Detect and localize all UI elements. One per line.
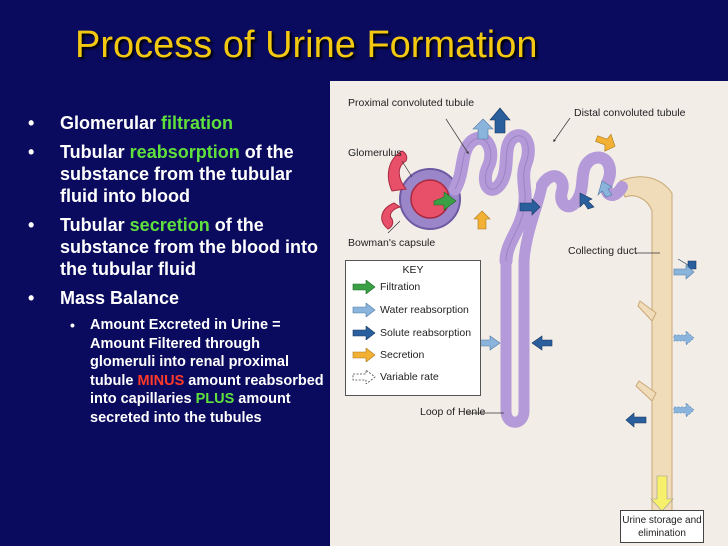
sub-text: amount reabsorbed into capillaries [90, 372, 324, 408]
key-label: Solute reabsorption [380, 327, 472, 339]
highlight-filtration: filtration [161, 113, 234, 133]
solute-reabsorption-arrow-5 [677, 258, 697, 270]
bullet-text: Tubular [60, 142, 130, 162]
urine-storage-box: Urine storage and elimination [620, 510, 704, 543]
proximal-tubule [448, 129, 535, 268]
bullet-text: Tubular [60, 215, 130, 235]
key-item-variable: Variable rate [352, 369, 478, 387]
bullet-marker: • [28, 215, 35, 235]
solute-reabsorption-arrow-1 [489, 107, 511, 134]
highlight-reabsorption: reabsorption [129, 142, 240, 162]
key-item-filtration: Filtration [352, 279, 478, 297]
label-glomerulus: Glomerulus [348, 147, 402, 159]
bullet-mass-balance: • Mass Balance [28, 287, 328, 309]
highlight-minus: MINUS [137, 372, 185, 389]
secretion-arrow-2 [595, 133, 616, 152]
variable-rate-arrow-icon [352, 370, 376, 384]
key-label: Filtration [380, 281, 421, 293]
variable-arrow-1 [673, 264, 695, 280]
secretion-arrow-1 [473, 210, 491, 230]
key-label: Secretion [380, 349, 425, 361]
solute-reabsorption-arrow-4 [579, 192, 595, 210]
solute-reabsorption-arrow-6 [625, 412, 647, 428]
bullet-marker: • [70, 317, 75, 333]
secretion-arrow-icon [352, 348, 376, 362]
bullet-text: Mass Balance [60, 288, 180, 308]
key-item-water: Water reabsorption [352, 302, 478, 320]
label-proximal-tubule: Proximal convoluted tubule [348, 97, 475, 109]
bullet-marker: • [28, 142, 35, 162]
label-collecting-duct: Collecting duct [568, 245, 637, 257]
urine-outflow-arrow [650, 475, 674, 512]
bullet-filtration: • Glomerular filtration [28, 112, 328, 134]
slide-title: Process of Urine Formation [75, 24, 538, 66]
nephron-figure: Proximal convoluted tubule Distal convol… [330, 81, 728, 546]
diagram-key: KEY Filtration Water reabsorption Solute… [345, 260, 481, 396]
bullet-marker: • [28, 113, 35, 133]
solute-reabsorption-arrow-3 [531, 335, 553, 351]
bullet-secretion: • Tubular secretion of the substance fro… [28, 214, 328, 280]
label-loop-of-henle: Loop of Henle [420, 406, 486, 418]
key-item-solute: Solute reabsorption [352, 325, 478, 343]
variable-arrow-2 [673, 330, 695, 346]
solute-arrow-icon [352, 326, 376, 340]
key-label: Water reabsorption [380, 304, 469, 316]
variable-arrow-3 [673, 402, 695, 418]
label-distal-tubule: Distal convoluted tubule [574, 107, 686, 119]
filtration-arrow [433, 191, 457, 211]
sub-bullet-mass-balance: • Amount Excreted in Urine = Amount Filt… [52, 316, 328, 427]
water-reabsorption-arrow-2 [479, 335, 501, 351]
bullet-text: Glomerular [60, 113, 162, 133]
bullet-reabsorption: • Tubular reabsorption of the substance … [28, 141, 328, 207]
label-bowmans-capsule: Bowman's capsule [348, 237, 436, 249]
filtration-arrow-icon [352, 280, 376, 294]
sub-text: Amount Excreted in Urine = Amount Filter… [90, 317, 290, 389]
bullet-list: • Glomerular filtration • Tubular reabso… [28, 112, 328, 427]
highlight-secretion: secretion [129, 215, 210, 235]
bullet-marker: • [28, 288, 35, 308]
highlight-plus: PLUS [195, 391, 235, 407]
bullet-text: of the substance from the tubular fluid … [60, 142, 294, 206]
solute-reabsorption-arrow-2 [519, 198, 541, 216]
water-reabsorption-arrow-1 [472, 118, 494, 140]
key-item-secretion: Secretion [352, 347, 478, 365]
sub-text: amount secreted into the tubules [90, 391, 291, 426]
water-arrow-icon [352, 303, 376, 317]
efferent-vessel [381, 202, 402, 230]
bullet-text: of the substance from the blood into the… [60, 215, 319, 279]
key-title: KEY [402, 264, 424, 276]
water-reabsorption-arrow-3 [597, 180, 613, 198]
key-label: Variable rate [380, 371, 439, 383]
collecting-duct-branch [635, 300, 657, 402]
collecting-duct [619, 176, 673, 522]
